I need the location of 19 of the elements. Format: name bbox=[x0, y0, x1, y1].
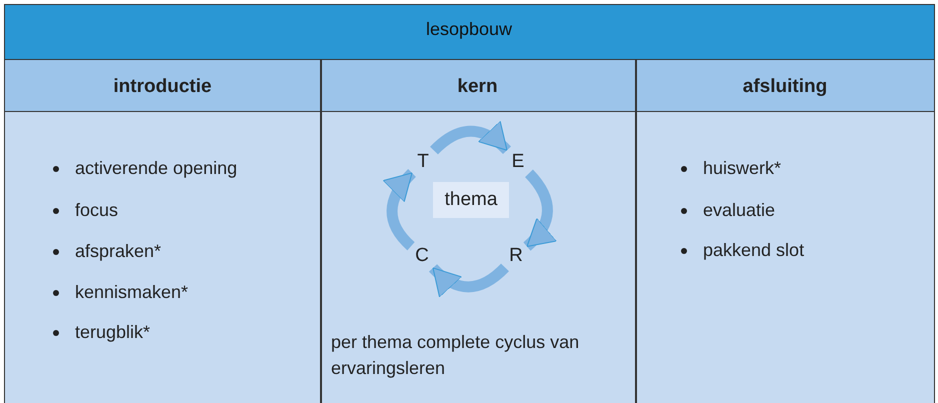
list-item: huiswerk* bbox=[703, 158, 782, 179]
column-header: introductie bbox=[112, 76, 213, 98]
center-box: thema bbox=[433, 182, 509, 218]
list-item: evaluatie bbox=[703, 200, 776, 221]
cycle-letter: T bbox=[412, 149, 434, 175]
list-item: kennismaken* bbox=[75, 282, 188, 303]
list-item: afspraken* bbox=[75, 241, 162, 262]
cycle-letter: R bbox=[505, 243, 527, 269]
cycle-letter: C bbox=[411, 243, 433, 269]
list-item: terugblik* bbox=[75, 322, 150, 343]
table-title: lesopbouw bbox=[424, 19, 514, 40]
note-text: per thema complete cyclus van ervaringsleren bbox=[331, 331, 580, 380]
curved-arrow bbox=[430, 120, 511, 155]
list-item: focus bbox=[75, 200, 118, 221]
column-header: kern bbox=[456, 76, 499, 98]
list-item: activerende opening bbox=[75, 158, 238, 179]
cycle-letter: E bbox=[507, 149, 529, 175]
column-header: afsluiting bbox=[742, 76, 828, 98]
list-item: pakkend slot bbox=[703, 240, 804, 261]
